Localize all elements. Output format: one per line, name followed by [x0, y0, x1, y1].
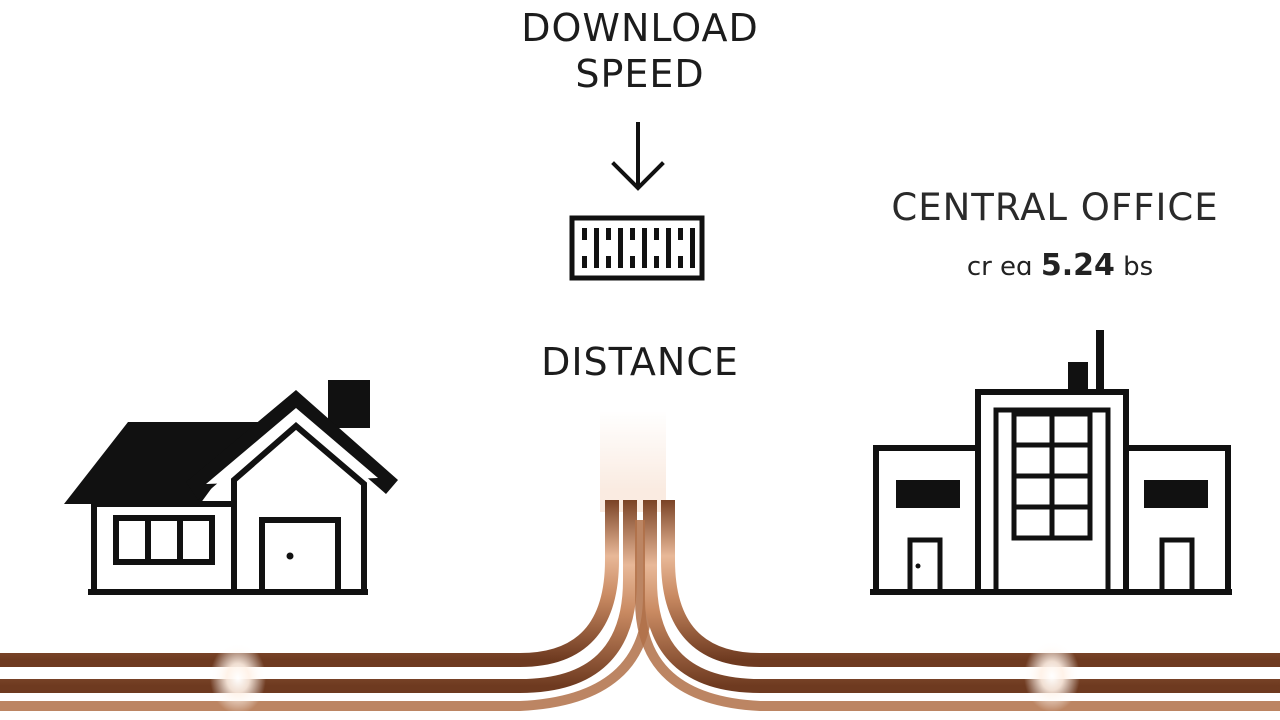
copper-wire-icon — [0, 410, 1280, 714]
ruler-icon — [569, 215, 705, 281]
download-speed-title-line2: SPEED — [575, 52, 705, 96]
arrow-down-icon — [611, 122, 665, 191]
speed-suffix: bs — [1123, 252, 1154, 282]
office-building-icon — [870, 330, 1232, 595]
speed-prefix: cr eɑ — [966, 252, 1033, 282]
download-speed-title-line1: DOWNLOAD — [521, 6, 759, 50]
central-office-label: CENTRAL OFFICE — [891, 186, 1219, 229]
speed-value: 5.24 — [1040, 248, 1115, 283]
central-office-speed-text: cr eɑ 5.24 bs — [900, 248, 1220, 283]
distance-label: DISTANCE — [541, 340, 739, 384]
house-icon — [64, 380, 398, 595]
